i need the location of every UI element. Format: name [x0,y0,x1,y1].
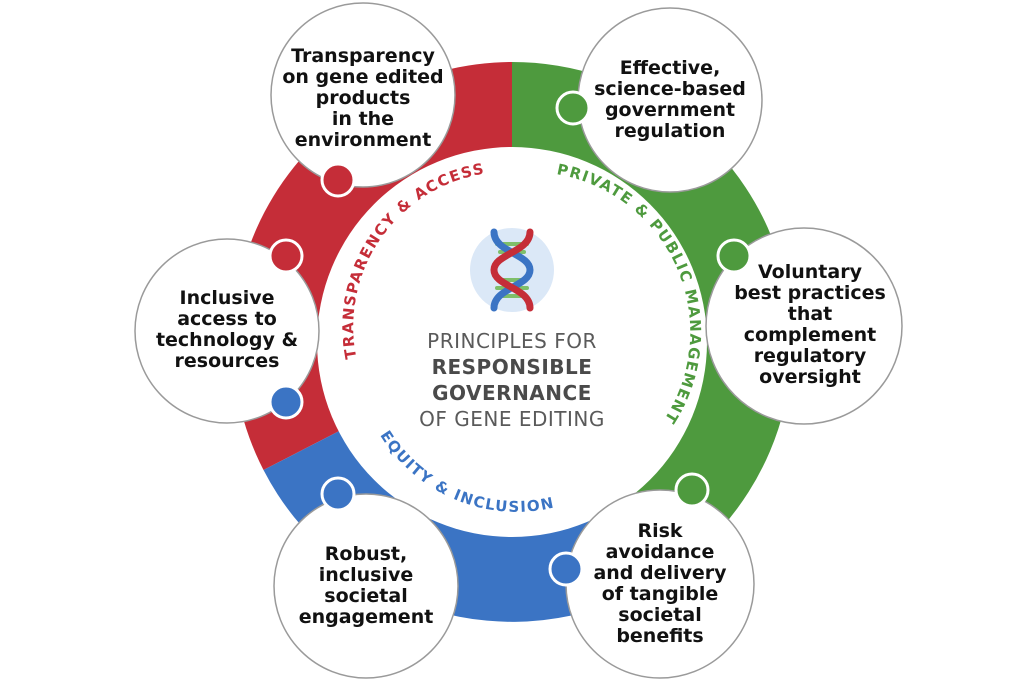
principle-bubble-transparency: Transparency on gene edited products in … [270,2,456,198]
principle-bubble-voluntary-practices: Voluntary best practices that complement… [705,227,903,425]
principle-text-line: Transparency [291,45,435,67]
principle-text-line: in the [332,108,394,130]
bubble-connector-dot [716,238,752,274]
principle-text-line: that [788,303,833,325]
center-disc [317,147,707,537]
principle-text-line: complement [744,324,876,346]
principle-text-line: products [316,87,411,109]
dna-helix-icon [470,228,554,312]
principle-text-line: societal [324,585,407,607]
principle-text-line: government [605,99,735,121]
principle-text-line: Robust, [325,543,407,565]
bubble-connector-dot [548,551,584,587]
principle-text-line: Effective, [620,57,721,79]
principle-text-line: Inclusive [180,287,275,309]
center-title-line-4: OF GENE EDITING [419,407,605,431]
bubble-connector-dot [268,384,304,420]
principle-text-line: inclusive [319,564,413,586]
principle-bubble-risk-avoidance: Risk avoidance and delivery of tangible … [548,472,755,679]
center-title-line-1: PRINCIPLES FOR [427,329,597,353]
principle-text-line: best practices [734,282,886,304]
principle-text-line: resources [175,350,280,372]
principle-text-line: technology & [156,329,298,351]
bubble-connector-dot [320,162,356,198]
bubble-connector-dot [674,472,710,508]
principle-text-line: of tangible [602,583,718,605]
center-title: PRINCIPLES FOR RESPONSIBLE GOVERNANCE OF… [419,329,605,431]
principle-bubble-societal-engagement: Robust, inclusive societal engagement [273,476,459,679]
principle-text-line: environment [295,129,432,151]
center-title-line-3: GOVERNANCE [432,381,592,405]
principle-text-line: and delivery [593,562,727,584]
principle-text-line: science-based [594,78,746,100]
bubble-connector-dot [555,90,591,126]
principle-text-line: Voluntary [758,261,863,283]
principle-text-line: oversight [759,366,861,388]
principle-text-line: engagement [299,606,434,628]
center-title-line-2: RESPONSIBLE [432,355,593,379]
principle-text-line: on gene edited [282,66,443,88]
principle-text-line: benefits [616,625,703,647]
bubble-connector-dot [320,476,356,512]
principle-text-line: societal [618,604,701,626]
principle-text-line: access to [177,308,277,330]
principle-bubble-science-regulation: Effective, science-based government regu… [555,7,763,193]
bubble-connector-dot [268,238,304,274]
principle-text-line: Risk [637,520,682,542]
principle-bubble-inclusive-access: Inclusive access to technology & resourc… [134,238,320,424]
principle-text-line: avoidance [606,541,715,563]
principle-text-line: regulatory [754,345,867,367]
principle-text-line: regulation [615,120,726,142]
